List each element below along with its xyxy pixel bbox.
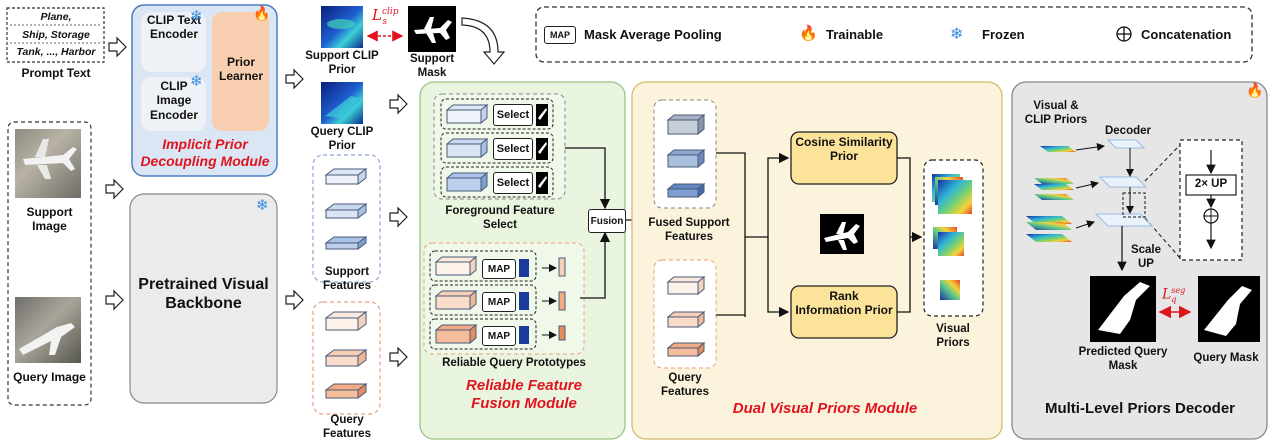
legend-map-desc: Mask Average Pooling xyxy=(584,27,722,42)
loss-clip: Lclips xyxy=(372,6,399,27)
map-box-1: MAP xyxy=(482,259,516,279)
prompt-class-line-2: Ship, Storage xyxy=(22,29,90,41)
flame-icon: 🔥 xyxy=(1246,82,1264,98)
decoder-title: Multi-Level Priors Decoder xyxy=(1044,400,1236,417)
loss-clip-sub: s xyxy=(382,17,388,27)
loss-seg-symbol: L xyxy=(1162,286,1172,303)
loss-clip-symbol: L xyxy=(372,6,382,24)
implicit-module-title: Implicit Prior Decoupling Module xyxy=(140,136,270,169)
decoder-label: Decoder xyxy=(1104,125,1152,137)
scale-up-label: Scale UP xyxy=(1130,244,1162,270)
prompt-class-line-3: Tank, ..., Harbor xyxy=(16,46,96,58)
loss-seg-sub: q xyxy=(1171,295,1177,305)
query-mask-label: Query Mask xyxy=(1193,352,1259,364)
support-mask-image xyxy=(408,6,456,52)
select-box-2: Select xyxy=(493,138,533,160)
predicted-mask-label: Predicted Query Mask xyxy=(1078,346,1168,372)
legend-frozen: Frozen xyxy=(982,27,1025,42)
loss-clip-sup: clip xyxy=(381,7,399,17)
prompt-text-label: Prompt Text xyxy=(21,66,91,80)
loss-seg: Lsegq xyxy=(1162,286,1185,305)
snowflake-icon: ❄ xyxy=(190,8,203,25)
prompt-class-line-1: Plane, xyxy=(40,11,72,23)
support-clip-prior-map xyxy=(321,6,363,48)
prior-learner: Prior Learner xyxy=(218,55,264,84)
cosine-similarity-prior: Cosine Similarity Prior xyxy=(795,135,893,164)
clip-image-encoder: CLIP Image Encoder xyxy=(149,79,198,122)
query-features-label: Query Features xyxy=(323,414,371,440)
support-image-label: Support Image xyxy=(26,205,73,234)
map-box-2: MAP xyxy=(482,292,516,312)
pretrained-backbone: Pretrained Visual Backbone xyxy=(138,276,269,313)
map-box-3: MAP xyxy=(482,326,516,346)
loss-seg-sup: seg xyxy=(1171,286,1186,295)
legend-trainable: Trainable xyxy=(826,27,884,42)
flame-icon: 🔥 xyxy=(799,25,818,42)
decoder-inputs-label: Visual & CLIP Priors xyxy=(1024,100,1088,126)
fusion-module-title: Reliable Feature Fusion Module xyxy=(466,377,582,412)
dual-module-title: Dual Visual Priors Module xyxy=(732,400,918,417)
snowflake-icon: ❄ xyxy=(256,197,269,214)
support-image xyxy=(15,129,81,198)
support-clip-prior-label: Support CLIP Prior xyxy=(305,50,379,76)
query-clip-prior-map xyxy=(321,82,363,124)
visual-priors-label: Visual Priors xyxy=(936,323,970,349)
reliable-prototypes-label: Reliable Query Prototypes xyxy=(442,357,586,369)
clip-text-encoder: CLIP Text Encoder xyxy=(146,13,202,42)
query-image-label: Query Image xyxy=(13,370,86,384)
flame-icon: 🔥 xyxy=(253,5,271,21)
query-clip-prior-label: Query CLIP Prior xyxy=(310,126,374,152)
fused-support-label: Fused Support Features xyxy=(648,217,730,243)
legend-concatenation: Concatenation xyxy=(1141,27,1232,42)
select-box-3: Select xyxy=(493,172,533,194)
dual-query-features-label: Query Features xyxy=(661,372,709,398)
fusion-box: Fusion xyxy=(588,209,626,233)
select-box-1: Select xyxy=(493,104,533,126)
snowflake-icon: ❄ xyxy=(950,26,964,43)
foreground-select-label: Foreground Feature Select xyxy=(445,205,555,231)
snowflake-icon: ❄ xyxy=(190,73,203,90)
rank-information-prior: Rank Information Prior xyxy=(795,289,893,318)
query-image xyxy=(15,297,81,363)
legend-map-box: MAP xyxy=(544,26,576,44)
support-mask-label: Support Mask xyxy=(409,53,455,79)
support-features-label: Support Features xyxy=(323,266,371,292)
up-2x-label: 2× UP xyxy=(1194,178,1228,190)
